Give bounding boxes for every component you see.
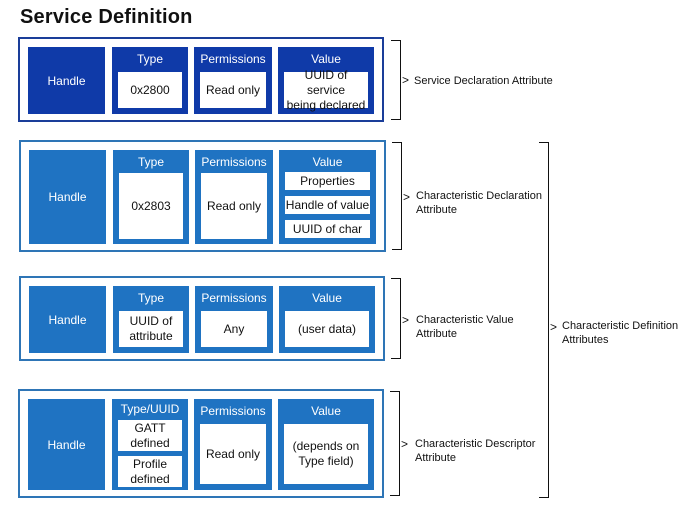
characteristic-descriptor-arrow: > bbox=[401, 437, 409, 451]
handle-cell: Handle bbox=[28, 47, 105, 114]
permissions-value: Read only bbox=[201, 173, 267, 239]
type-value: UUID of attribute bbox=[119, 311, 183, 347]
type-cell: Type 0x2803 bbox=[113, 150, 189, 244]
characteristic-descriptor-attribute: Handle Type/UUID GATT defined Profile de… bbox=[18, 389, 384, 498]
type-header: Type bbox=[136, 52, 163, 66]
handle-label: Handle bbox=[48, 190, 87, 204]
permissions-value: Read only bbox=[200, 424, 266, 484]
type-item-profile-defined: Profile defined bbox=[118, 456, 182, 487]
permissions-value: Any bbox=[201, 311, 267, 347]
handle-cell: Handle bbox=[28, 399, 105, 490]
characteristic-definition-label: Characteristic Definition Attributes bbox=[562, 320, 679, 346]
type-value: 0x2800 bbox=[118, 72, 182, 108]
type-uuid-header: Type/UUID bbox=[120, 402, 180, 416]
characteristic-value-brace bbox=[391, 278, 401, 359]
value-value: (user data) bbox=[285, 311, 369, 347]
characteristic-definition-brace bbox=[539, 142, 549, 498]
permissions-cell: Permissions Read only bbox=[195, 150, 273, 244]
characteristic-value-arrow: > bbox=[402, 313, 410, 327]
service-declaration-label: Service Declaration Attribute bbox=[414, 75, 553, 87]
type-header: Type bbox=[137, 155, 164, 169]
characteristic-descriptor-brace bbox=[390, 391, 400, 496]
value-cell: Value Properties Handle of value UUID of… bbox=[279, 150, 376, 244]
value-header: Value bbox=[311, 52, 341, 66]
value-header: Value bbox=[312, 291, 342, 305]
value-item-handle-of-value: Handle of value bbox=[285, 196, 370, 214]
page-title: Service Definition bbox=[20, 6, 193, 28]
type-header: Type bbox=[137, 291, 164, 305]
service-declaration-attribute: Handle Type 0x2800 Permissions Read only… bbox=[18, 37, 384, 122]
handle-label: Handle bbox=[47, 437, 86, 452]
permissions-header: Permissions bbox=[200, 404, 266, 418]
characteristic-declaration-brace bbox=[392, 142, 402, 250]
permissions-value: Read only bbox=[200, 72, 266, 108]
type-cell: Type 0x2800 bbox=[112, 47, 188, 114]
permissions-header: Permissions bbox=[201, 155, 267, 169]
value-header: Value bbox=[312, 155, 343, 169]
characteristic-descriptor-label: Characteristic Descriptor Attribute bbox=[415, 438, 536, 464]
value-cell: Value UUID of service being declared bbox=[278, 47, 374, 114]
value-item-uuid-of-char: UUID of char bbox=[285, 220, 370, 238]
permissions-cell: Permissions Any bbox=[195, 286, 273, 353]
characteristic-declaration-arrow: > bbox=[403, 190, 411, 204]
value-cell: Value (depends on Type field) bbox=[278, 399, 374, 490]
type-cell: Type/UUID GATT defined Profile defined bbox=[112, 399, 188, 490]
type-value: 0x2803 bbox=[119, 173, 183, 239]
value-value: UUID of service being declared bbox=[284, 68, 368, 112]
permissions-cell: Permissions Read only bbox=[194, 399, 272, 490]
permissions-cell: Permissions Read only bbox=[194, 47, 272, 114]
handle-cell: Handle bbox=[29, 286, 106, 353]
characteristic-declaration-label: Characteristic Declaration Attribute bbox=[416, 190, 542, 216]
value-header: Value bbox=[311, 404, 341, 418]
type-item-gatt-defined: GATT defined bbox=[118, 420, 182, 451]
characteristic-value-attribute: Handle Type UUID of attribute Permission… bbox=[19, 276, 385, 361]
handle-label: Handle bbox=[48, 312, 87, 327]
value-cell: Value (user data) bbox=[279, 286, 375, 353]
characteristic-definition-arrow: > bbox=[550, 320, 558, 334]
type-cell: Type UUID of attribute bbox=[113, 286, 189, 353]
handle-label: Handle bbox=[47, 73, 86, 88]
characteristic-value-label: Characteristic Value Attribute bbox=[416, 314, 514, 340]
permissions-header: Permissions bbox=[200, 52, 266, 66]
value-value: (depends on Type field) bbox=[284, 424, 368, 484]
value-item-properties: Properties bbox=[285, 172, 370, 190]
characteristic-declaration-attribute: Handle Type 0x2803 Permissions Read only… bbox=[19, 140, 386, 252]
permissions-header: Permissions bbox=[201, 291, 267, 305]
service-declaration-brace bbox=[391, 40, 401, 120]
handle-cell: Handle bbox=[29, 150, 106, 244]
service-declaration-arrow: > bbox=[402, 73, 410, 87]
